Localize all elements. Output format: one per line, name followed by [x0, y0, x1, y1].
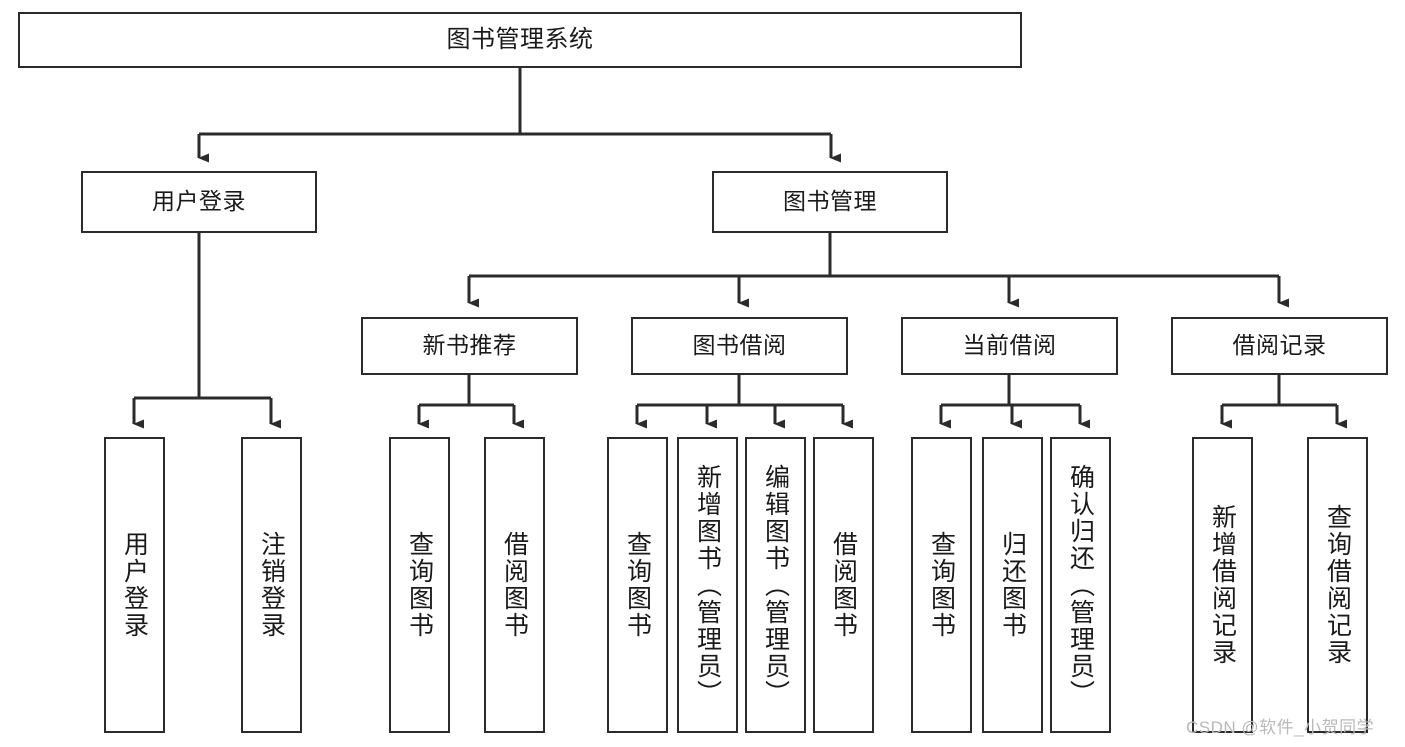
node-label: 新书推荐 — [422, 332, 517, 359]
node-label: 用户登录 — [152, 188, 246, 215]
node-label: 确认归还（管理员） — [1066, 463, 1095, 707]
node-label: 查询借阅记录 — [1323, 504, 1352, 666]
node-leaf-user-logout[interactable]: 注销登录 — [241, 437, 302, 733]
node-label: 图书管理 — [783, 188, 877, 215]
watermark-text: CSDN @软件_小贺同学 — [1186, 718, 1375, 737]
node-label: 查询图书 — [405, 531, 434, 639]
node-current-borrow[interactable]: 当前借阅 — [901, 317, 1118, 375]
node-leaf-confirm-return[interactable]: 确认归还（管理员） — [1050, 437, 1111, 733]
node-leaf-query-book-3[interactable]: 查询图书 — [911, 437, 972, 733]
node-leaf-query-record[interactable]: 查询借阅记录 — [1307, 437, 1368, 733]
node-leaf-edit-book[interactable]: 编辑图书（管理员） — [745, 437, 806, 733]
node-label: 借阅图书 — [500, 531, 529, 639]
node-label: 当前借阅 — [962, 332, 1057, 359]
node-label: 借阅图书 — [829, 531, 858, 639]
node-label: 借阅记录 — [1232, 332, 1327, 359]
node-leaf-user-login[interactable]: 用户登录 — [104, 437, 165, 733]
node-leaf-borrow-book-1[interactable]: 借阅图书 — [484, 437, 545, 733]
node-label: 新增图书（管理员） — [693, 463, 722, 707]
node-label: 归还图书 — [998, 531, 1027, 639]
node-user-login[interactable]: 用户登录 — [81, 171, 317, 233]
node-new-book-rec[interactable]: 新书推荐 — [361, 317, 578, 375]
node-book-manage[interactable]: 图书管理 — [712, 171, 948, 233]
node-label: 用户登录 — [120, 531, 149, 639]
node-label: 图书管理系统 — [446, 25, 594, 53]
node-leaf-add-book[interactable]: 新增图书（管理员） — [677, 437, 738, 733]
node-label: 查询图书 — [623, 531, 652, 639]
node-label: 图书借阅 — [692, 332, 787, 359]
node-label: 注销登录 — [257, 531, 286, 639]
node-leaf-add-record[interactable]: 新增借阅记录 — [1192, 437, 1253, 733]
node-leaf-query-book-2[interactable]: 查询图书 — [607, 437, 668, 733]
node-label: 新增借阅记录 — [1208, 504, 1237, 666]
node-borrow-record[interactable]: 借阅记录 — [1171, 317, 1388, 375]
node-root-system[interactable]: 图书管理系统 — [18, 12, 1022, 68]
node-label: 编辑图书（管理员） — [761, 463, 790, 707]
node-leaf-return-book[interactable]: 归还图书 — [982, 437, 1043, 733]
node-leaf-borrow-book-2[interactable]: 借阅图书 — [813, 437, 874, 733]
node-label: 查询图书 — [927, 531, 956, 639]
node-book-borrow[interactable]: 图书借阅 — [631, 317, 848, 375]
node-leaf-query-book-1[interactable]: 查询图书 — [389, 437, 450, 733]
